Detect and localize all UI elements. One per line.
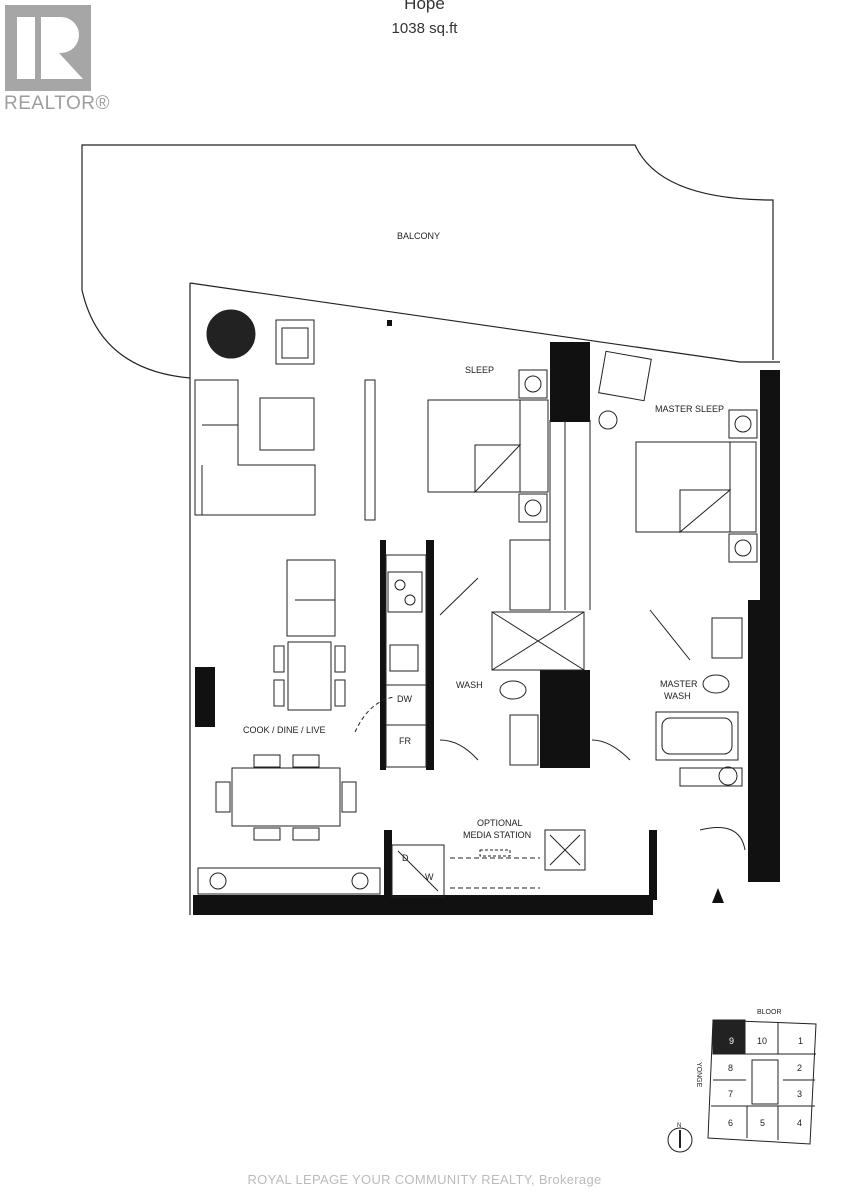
brokerage-watermark: ROYAL LEPAGE YOUR COMMUNITY REALTY, Brok… <box>247 1172 602 1187</box>
key-unit-9: 9 <box>729 1036 734 1046</box>
unit-outline <box>189 282 780 915</box>
key-unit-10: 10 <box>757 1036 767 1046</box>
key-unit-6: 6 <box>728 1118 733 1128</box>
label-cook-dine-live: COOK / DINE / LIVE <box>243 725 326 735</box>
key-unit-7: 7 <box>728 1089 733 1099</box>
label-master-wash: MASTER <box>660 679 698 689</box>
label-master-sleep: MASTER SLEEP <box>655 404 724 414</box>
key-unit-4: 4 <box>797 1118 802 1128</box>
key-unit-5: 5 <box>760 1118 765 1128</box>
key-street-top: BLOOR <box>757 1009 782 1016</box>
key-unit-2: 2 <box>797 1063 802 1073</box>
label-dishwasher: DW <box>397 694 412 704</box>
label-master-wash-2: WASH <box>664 691 691 701</box>
key-plan: BLOOR YONGE 1 2 3 4 5 6 7 8 9 10 N <box>667 1009 817 1153</box>
label-media-station: OPTIONAL <box>477 818 523 828</box>
plan-title: Hope <box>404 0 445 13</box>
label-media-station-2: MEDIA STATION <box>463 830 531 840</box>
label-sleep: SLEEP <box>465 365 494 375</box>
label-fridge: FR <box>399 736 411 746</box>
entry-arrow-icon <box>712 888 724 903</box>
walls <box>193 320 780 915</box>
key-street-left: YONGE <box>695 1062 702 1088</box>
label-washer: W <box>425 872 434 882</box>
key-unit-3: 3 <box>797 1089 802 1099</box>
label-dryer: D <box>402 853 409 863</box>
plan-area: 1038 sq.ft <box>391 20 458 37</box>
realtor-logo <box>5 5 91 91</box>
label-balcony: BALCONY <box>397 231 440 241</box>
key-unit-1: 1 <box>798 1036 803 1046</box>
north-label: N <box>677 1123 681 1129</box>
label-wash: WASH <box>456 680 483 690</box>
key-unit-8: 8 <box>728 1063 733 1073</box>
balcony-outline <box>81 144 774 379</box>
realtor-logo-text: REALTOR® <box>4 93 110 114</box>
